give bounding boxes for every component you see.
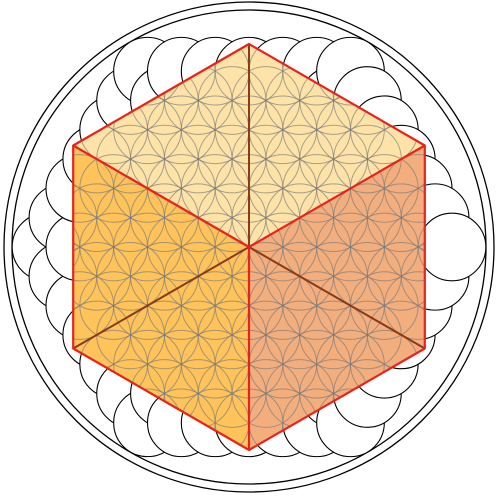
outer-ring <box>3 1 495 493</box>
lattice-circle <box>417 212 425 282</box>
face-dividers <box>72 44 426 350</box>
lattice-circle <box>400 183 425 253</box>
lattice-circle <box>383 154 425 223</box>
cube-edges <box>72 42 426 452</box>
lattice-circle <box>366 183 425 253</box>
edge-upper-right <box>248 144 426 248</box>
lattice-circle <box>400 241 425 311</box>
lattice-circle <box>383 212 425 282</box>
lattice-circle <box>383 271 425 340</box>
divider-right <box>248 246 426 350</box>
lattice-circle <box>366 241 425 311</box>
edge-upper-left <box>72 144 250 248</box>
boundary-circle <box>417 212 487 282</box>
divider-left <box>72 246 250 350</box>
